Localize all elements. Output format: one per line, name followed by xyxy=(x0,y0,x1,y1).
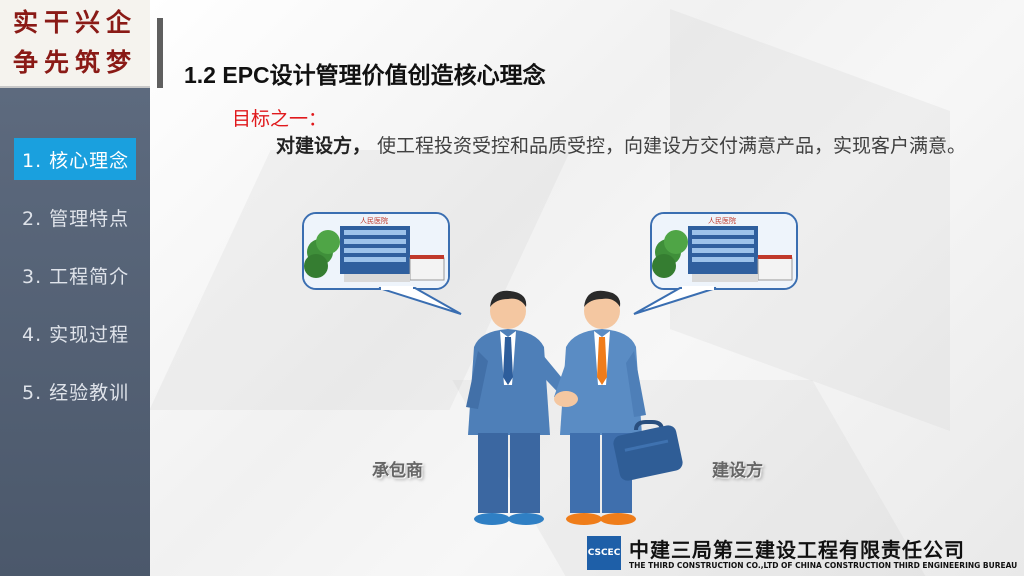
title-accent-bar xyxy=(157,18,163,88)
hospital-building-icon: 人民医院 xyxy=(652,214,796,288)
right-bubble-tail-icon xyxy=(633,286,717,315)
nav-item-label: 5. 经验教训 xyxy=(22,381,130,404)
nav-item-label: 2. 管理特点 xyxy=(22,207,130,230)
nav-item-management-features[interactable]: 2. 管理特点 xyxy=(14,196,136,238)
slogan-line-2: 争先筑梦 xyxy=(12,48,137,77)
briefcase-icon xyxy=(613,420,683,481)
goal-label: 目标之一： xyxy=(232,108,328,130)
hospital-sign: 人民医院 xyxy=(708,216,736,225)
cscec-logo-icon: CSCEC xyxy=(587,536,621,570)
handshake-businessmen-icon xyxy=(466,290,646,525)
hospital-building-icon: 人民医院 xyxy=(304,214,448,288)
nav-item-core-concept[interactable]: 1. 核心理念 xyxy=(14,138,136,180)
nav-item-process[interactable]: 4. 实现过程 xyxy=(14,312,136,354)
main-content: 1.2 EPC设计管理价值创造核心理念 目标之一： 对建设方， 使工程投资受控和… xyxy=(150,0,1024,576)
goal-text-body: 使工程投资受控和品质受控，向建设方交付满意产品，实现客户满意。 xyxy=(371,135,967,157)
page-title: 1.2 EPC设计管理价值创造核心理念 xyxy=(184,62,546,88)
hospital-sign: 人民医院 xyxy=(360,216,388,225)
owner-figure-icon xyxy=(554,290,646,525)
slogan-line-1: 实干兴企 xyxy=(12,8,137,37)
company-footer: CSCEC 中建三局第三建设工程有限责任公司 THE THIRD CONSTRU… xyxy=(583,532,1024,576)
nav-item-lessons[interactable]: 5. 经验教训 xyxy=(14,370,136,412)
nav-item-label: 3. 工程简介 xyxy=(22,265,130,288)
left-speech-bubble: 人民医院 xyxy=(302,212,450,290)
nav-item-project-intro[interactable]: 3. 工程简介 xyxy=(14,254,136,296)
contractor-caption: 承包商 xyxy=(372,461,423,481)
slogan-banner: 实干兴企 争先筑梦 xyxy=(0,0,150,88)
owner-caption: 建设方 xyxy=(712,461,763,481)
company-name-en: THE THIRD CONSTRUCTION CO.,LTD OF CHINA … xyxy=(629,561,1018,570)
company-name-cn: 中建三局第三建设工程有限责任公司 xyxy=(629,538,965,562)
contractor-figure-icon xyxy=(466,290,576,525)
nav-item-label: 1. 核心理念 xyxy=(22,149,130,172)
left-bubble-tail-icon xyxy=(378,286,462,315)
sidebar: 实干兴企 争先筑梦 1. 核心理念 2. 管理特点 3. 工程简介 4. 实现过… xyxy=(0,0,150,576)
right-speech-bubble: 人民医院 xyxy=(650,212,798,290)
nav-item-label: 4. 实现过程 xyxy=(22,323,130,346)
goal-text-bold: 对建设方， xyxy=(276,135,372,157)
goal-text: 对建设方， 使工程投资受控和品质受控，向建设方交付满意产品，实现客户满意。 xyxy=(232,131,1002,161)
